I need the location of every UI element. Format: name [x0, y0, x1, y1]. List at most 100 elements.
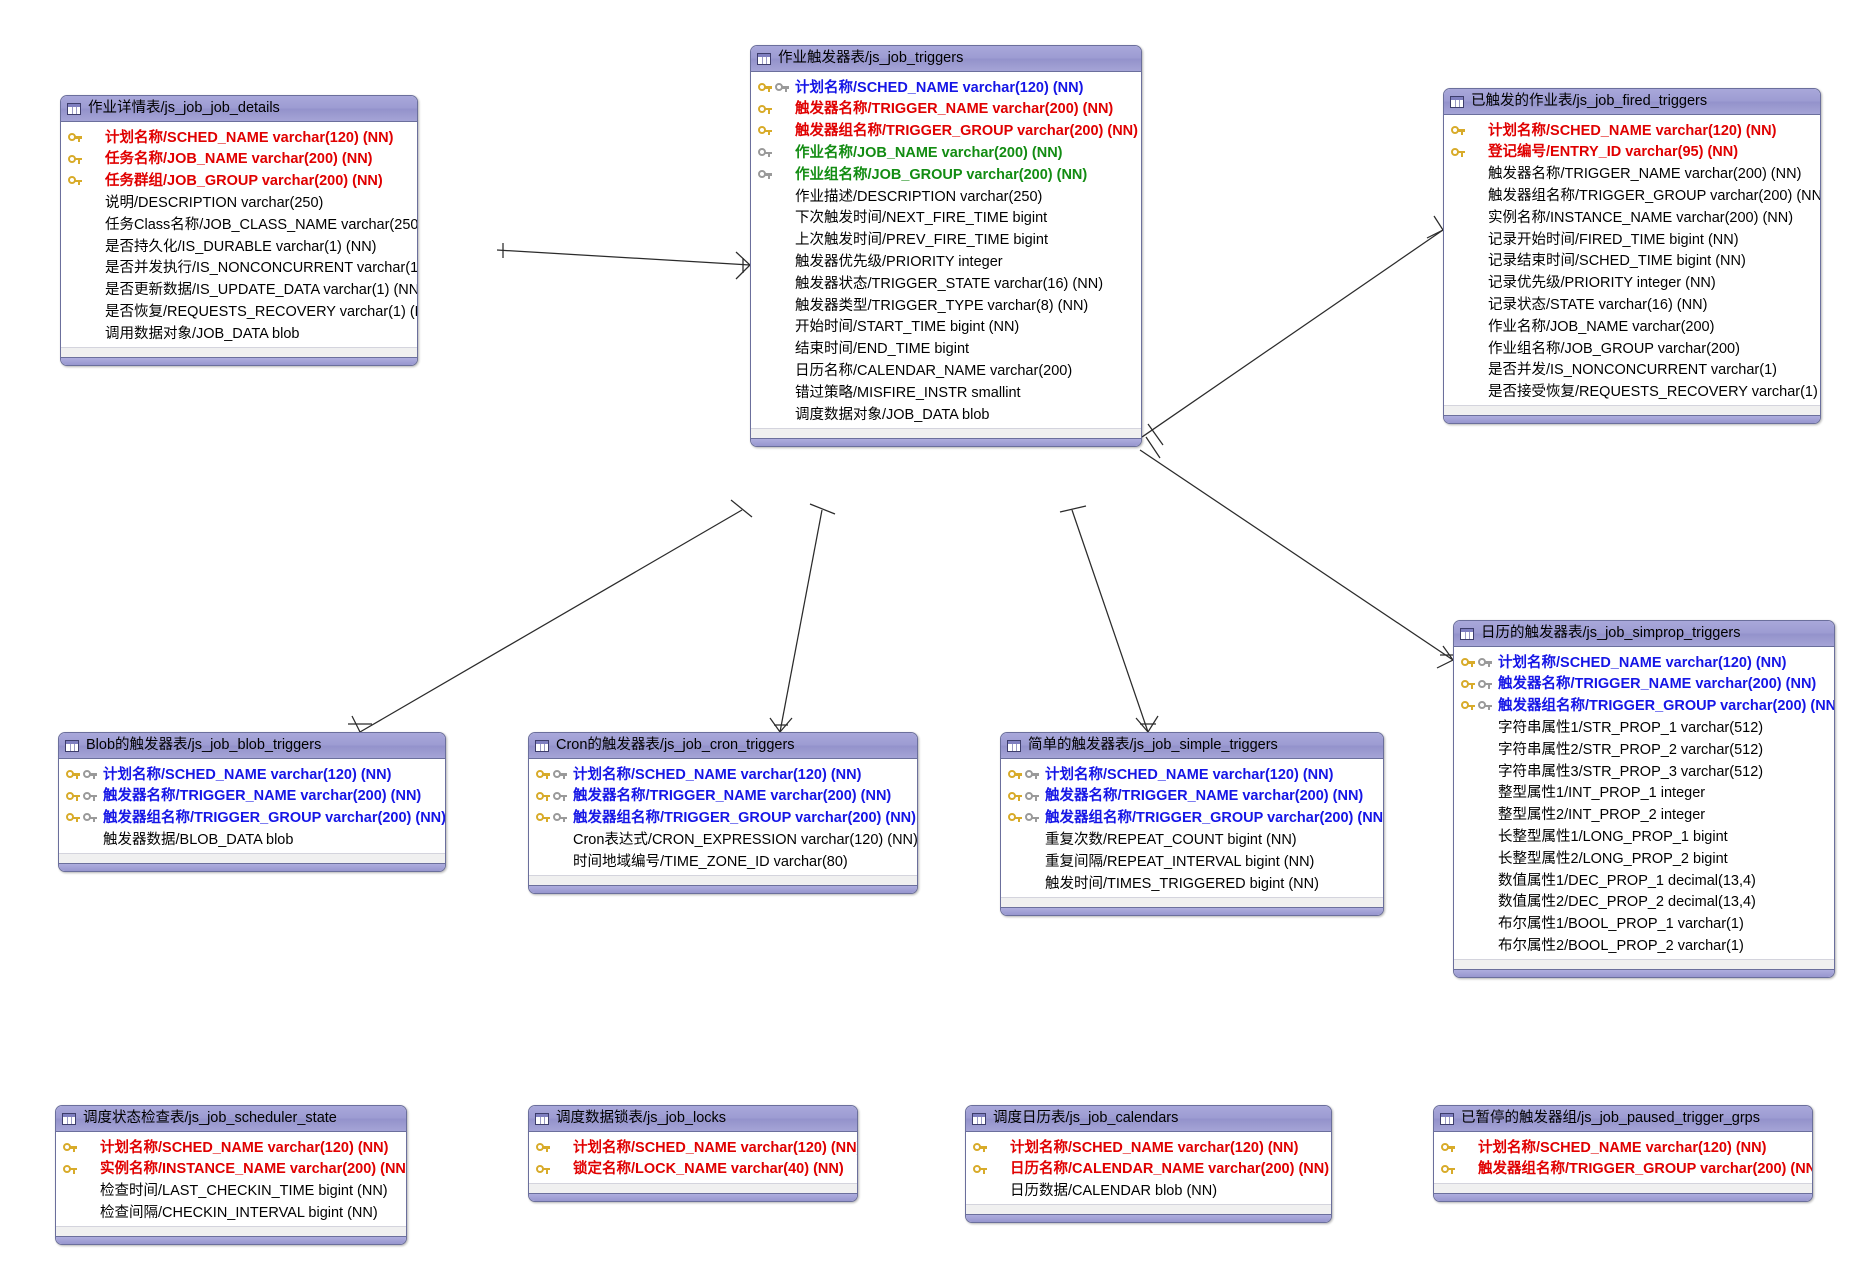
entity-column[interactable]: 触发器类型/TRIGGER_TYPE varchar(8) (NN)	[751, 295, 1141, 317]
entity-column[interactable]: 是否接受恢复/REQUESTS_RECOVERY varchar(1)	[1444, 382, 1820, 404]
entity-column[interactable]: 记录开始时间/FIRED_TIME bigint (NN)	[1444, 229, 1820, 251]
entity-column[interactable]: 计划名称/SCHED_NAME varchar(120) (NN)	[56, 1137, 406, 1159]
entity-column[interactable]: 计划名称/SCHED_NAME varchar(120) (NN)	[529, 764, 917, 786]
entity-column[interactable]: 布尔属性2/BOOL_PROP_2 varchar(1)	[1454, 935, 1834, 957]
entity-column[interactable]: 作业组名称/JOB_GROUP varchar(200)	[1444, 338, 1820, 360]
entity-column[interactable]: 长整型属性1/LONG_PROP_1 bigint	[1454, 826, 1834, 848]
entity-column[interactable]: 计划名称/SCHED_NAME varchar(120) (NN)	[529, 1137, 857, 1159]
entity-column[interactable]: 检查时间/LAST_CHECKIN_TIME bigint (NN)	[56, 1181, 406, 1203]
entity-titlebar[interactable]: 调度状态检查表/js_job_scheduler_state	[56, 1106, 406, 1132]
entity-js_job_fired_triggers[interactable]: 已触发的作业表/js_job_fired_triggers 计划名称/SCHED_…	[1443, 88, 1821, 425]
entity-js_job_cron_triggers[interactable]: Cron的触发器表/js_job_cron_triggers 计划名称/SCHED…	[528, 732, 918, 894]
entity-column[interactable]: 重复间隔/REPEAT_INTERVAL bigint (NN)	[1001, 851, 1383, 873]
entity-titlebar[interactable]: 作业触发器表/js_job_triggers	[751, 46, 1141, 72]
entity-column[interactable]: 触发器组名称/TRIGGER_GROUP varchar(200) (NN)	[529, 808, 917, 830]
entity-column[interactable]: 重复次数/REPEAT_COUNT bigint (NN)	[1001, 829, 1383, 851]
entity-column[interactable]: 作业描述/DESCRIPTION varchar(250)	[751, 186, 1141, 208]
entity-titlebar[interactable]: 日历的触发器表/js_job_simprop_triggers	[1454, 621, 1834, 647]
entity-column[interactable]: 计划名称/SCHED_NAME varchar(120) (NN)	[751, 77, 1141, 99]
entity-column[interactable]: 触发器名称/TRIGGER_NAME varchar(200) (NN)	[1454, 674, 1834, 696]
entity-column[interactable]: 结束时间/END_TIME bigint	[751, 339, 1141, 361]
entity-column[interactable]: Cron表达式/CRON_EXPRESSION varchar(120) (NN…	[529, 829, 917, 851]
entity-titlebar[interactable]: 简单的触发器表/js_job_simple_triggers	[1001, 733, 1383, 759]
entity-column[interactable]: 错过策略/MISFIRE_INSTR smallint	[751, 382, 1141, 404]
entity-js_job_simprop_triggers[interactable]: 日历的触发器表/js_job_simprop_triggers 计划名称/SCHE…	[1453, 620, 1835, 979]
entity-column[interactable]: 计划名称/SCHED_NAME varchar(120) (NN)	[1454, 652, 1834, 674]
entity-column[interactable]: 计划名称/SCHED_NAME varchar(120) (NN)	[61, 127, 417, 149]
entity-column[interactable]: 计划名称/SCHED_NAME varchar(120) (NN)	[966, 1137, 1331, 1159]
entity-column[interactable]: 触发时间/TIMES_TRIGGERED bigint (NN)	[1001, 873, 1383, 895]
entity-js_job_simple_triggers[interactable]: 简单的触发器表/js_job_simple_triggers 计划名称/SCHED…	[1000, 732, 1384, 916]
entity-column[interactable]: 触发器名称/TRIGGER_NAME varchar(200) (NN)	[59, 786, 445, 808]
entity-column[interactable]: 触发器组名称/TRIGGER_GROUP varchar(200) (NN)	[1434, 1159, 1812, 1181]
entity-js_job_locks[interactable]: 调度数据锁表/js_job_locks 计划名称/SCHED_NAME varch…	[528, 1105, 858, 1202]
entity-js_job_triggers[interactable]: 作业触发器表/js_job_triggers 计划名称/SCHED_NAME va…	[750, 45, 1142, 447]
entity-column[interactable]: 日历名称/CALENDAR_NAME varchar(200)	[751, 360, 1141, 382]
entity-column[interactable]: 说明/DESCRIPTION varchar(250)	[61, 192, 417, 214]
entity-column[interactable]: 计划名称/SCHED_NAME varchar(120) (NN)	[1444, 120, 1820, 142]
entity-column[interactable]: 调度数据对象/JOB_DATA blob	[751, 404, 1141, 426]
entity-column[interactable]: 登记编号/ENTRY_ID varchar(95) (NN)	[1444, 142, 1820, 164]
entity-titlebar[interactable]: 已暂停的触发器组/js_job_paused_trigger_grps	[1434, 1106, 1812, 1132]
entity-column[interactable]: 作业名称/JOB_NAME varchar(200) (NN)	[751, 142, 1141, 164]
entity-titlebar[interactable]: Cron的触发器表/js_job_cron_triggers	[529, 733, 917, 759]
entity-column[interactable]: 字符串属性1/STR_PROP_1 varchar(512)	[1454, 717, 1834, 739]
entity-titlebar[interactable]: 作业详情表/js_job_job_details	[61, 96, 417, 122]
entity-column[interactable]: 作业组名称/JOB_GROUP varchar(200) (NN)	[751, 164, 1141, 186]
entity-column[interactable]: 记录状态/STATE varchar(16) (NN)	[1444, 294, 1820, 316]
entity-column[interactable]: 检查间隔/CHECKIN_INTERVAL bigint (NN)	[56, 1202, 406, 1224]
entity-column[interactable]: 触发器优先级/PRIORITY integer	[751, 251, 1141, 273]
entity-column[interactable]: 触发器数据/BLOB_DATA blob	[59, 829, 445, 851]
entity-column[interactable]: 长整型属性2/LONG_PROP_2 bigint	[1454, 848, 1834, 870]
entity-titlebar[interactable]: 调度数据锁表/js_job_locks	[529, 1106, 857, 1132]
entity-column[interactable]: 整型属性1/INT_PROP_1 integer	[1454, 783, 1834, 805]
entity-column[interactable]: 时间地域编号/TIME_ZONE_ID varchar(80)	[529, 851, 917, 873]
entity-column[interactable]: 触发器组名称/TRIGGER_GROUP varchar(200) (NN)	[1444, 185, 1820, 207]
entity-js_job_job_details[interactable]: 作业详情表/js_job_job_details 计划名称/SCHED_NAME …	[60, 95, 418, 366]
entity-column[interactable]: 日历数据/CALENDAR blob (NN)	[966, 1181, 1331, 1203]
entity-column[interactable]: 数值属性1/DEC_PROP_1 decimal(13,4)	[1454, 870, 1834, 892]
entity-column[interactable]: 是否更新数据/IS_UPDATE_DATA varchar(1) (NN)	[61, 280, 417, 302]
entity-column[interactable]: 锁定名称/LOCK_NAME varchar(40) (NN)	[529, 1159, 857, 1181]
entity-column[interactable]: 整型属性2/INT_PROP_2 integer	[1454, 805, 1834, 827]
entity-column[interactable]: 数值属性2/DEC_PROP_2 decimal(13,4)	[1454, 892, 1834, 914]
entity-column[interactable]: 作业名称/JOB_NAME varchar(200)	[1444, 316, 1820, 338]
entity-column[interactable]: 触发器状态/TRIGGER_STATE varchar(16) (NN)	[751, 273, 1141, 295]
entity-column[interactable]: 实例名称/INSTANCE_NAME varchar(200) (NN)	[1444, 207, 1820, 229]
entity-js_job_scheduler_state[interactable]: 调度状态检查表/js_job_scheduler_state 计划名称/SCHED…	[55, 1105, 407, 1246]
entity-js_job_paused_trigger_grps[interactable]: 已暂停的触发器组/js_job_paused_trigger_grps 计划名称/…	[1433, 1105, 1813, 1202]
entity-column[interactable]: 触发器名称/TRIGGER_NAME varchar(200) (NN)	[529, 786, 917, 808]
entity-column[interactable]: 记录优先级/PRIORITY integer (NN)	[1444, 273, 1820, 295]
entity-column[interactable]: 触发器名称/TRIGGER_NAME varchar(200) (NN)	[1001, 786, 1383, 808]
entity-column[interactable]: 计划名称/SCHED_NAME varchar(120) (NN)	[1001, 764, 1383, 786]
entity-column[interactable]: 日历名称/CALENDAR_NAME varchar(200) (NN)	[966, 1159, 1331, 1181]
entity-column[interactable]: 触发器名称/TRIGGER_NAME varchar(200) (NN)	[751, 99, 1141, 121]
entity-column[interactable]: 上次触发时间/PREV_FIRE_TIME bigint	[751, 230, 1141, 252]
entity-column[interactable]: 开始时间/START_TIME bigint (NN)	[751, 317, 1141, 339]
entity-column[interactable]: 任务Class名称/JOB_CLASS_NAME varchar(250) (N…	[61, 214, 417, 236]
entity-column[interactable]: 触发器组名称/TRIGGER_GROUP varchar(200) (NN)	[1454, 696, 1834, 718]
entity-column[interactable]: 是否恢复/REQUESTS_RECOVERY varchar(1) (NN)	[61, 301, 417, 323]
entity-column[interactable]: 实例名称/INSTANCE_NAME varchar(200) (NN)	[56, 1159, 406, 1181]
entity-js_job_blob_triggers[interactable]: Blob的触发器表/js_job_blob_triggers 计划名称/SCHED…	[58, 732, 446, 873]
entity-titlebar[interactable]: Blob的触发器表/js_job_blob_triggers	[59, 733, 445, 759]
entity-column[interactable]: 下次触发时间/NEXT_FIRE_TIME bigint	[751, 208, 1141, 230]
entity-column[interactable]: 计划名称/SCHED_NAME varchar(120) (NN)	[1434, 1137, 1812, 1159]
entity-column[interactable]: 是否并发/IS_NONCONCURRENT varchar(1)	[1444, 360, 1820, 382]
entity-column[interactable]: 字符串属性3/STR_PROP_3 varchar(512)	[1454, 761, 1834, 783]
entity-column[interactable]: 是否持久化/IS_DURABLE varchar(1) (NN)	[61, 236, 417, 258]
entity-column[interactable]: 任务群组/JOB_GROUP varchar(200) (NN)	[61, 171, 417, 193]
entity-column[interactable]: 记录结束时间/SCHED_TIME bigint (NN)	[1444, 251, 1820, 273]
entity-column[interactable]: 任务名称/JOB_NAME varchar(200) (NN)	[61, 149, 417, 171]
entity-column[interactable]: 是否并发执行/IS_NONCONCURRENT varchar(1) (NN)	[61, 258, 417, 280]
entity-column[interactable]: 字符串属性2/STR_PROP_2 varchar(512)	[1454, 739, 1834, 761]
entity-column[interactable]: 触发器名称/TRIGGER_NAME varchar(200) (NN)	[1444, 164, 1820, 186]
entity-column[interactable]: 调用数据对象/JOB_DATA blob	[61, 323, 417, 345]
entity-column[interactable]: 布尔属性1/BOOL_PROP_1 varchar(1)	[1454, 914, 1834, 936]
entity-titlebar[interactable]: 已触发的作业表/js_job_fired_triggers	[1444, 89, 1820, 115]
entity-column[interactable]: 计划名称/SCHED_NAME varchar(120) (NN)	[59, 764, 445, 786]
entity-column[interactable]: 触发器组名称/TRIGGER_GROUP varchar(200) (NN)	[1001, 808, 1383, 830]
entity-column[interactable]: 触发器组名称/TRIGGER_GROUP varchar(200) (NN)	[59, 808, 445, 830]
entity-column[interactable]: 触发器组名称/TRIGGER_GROUP varchar(200) (NN)	[751, 121, 1141, 143]
